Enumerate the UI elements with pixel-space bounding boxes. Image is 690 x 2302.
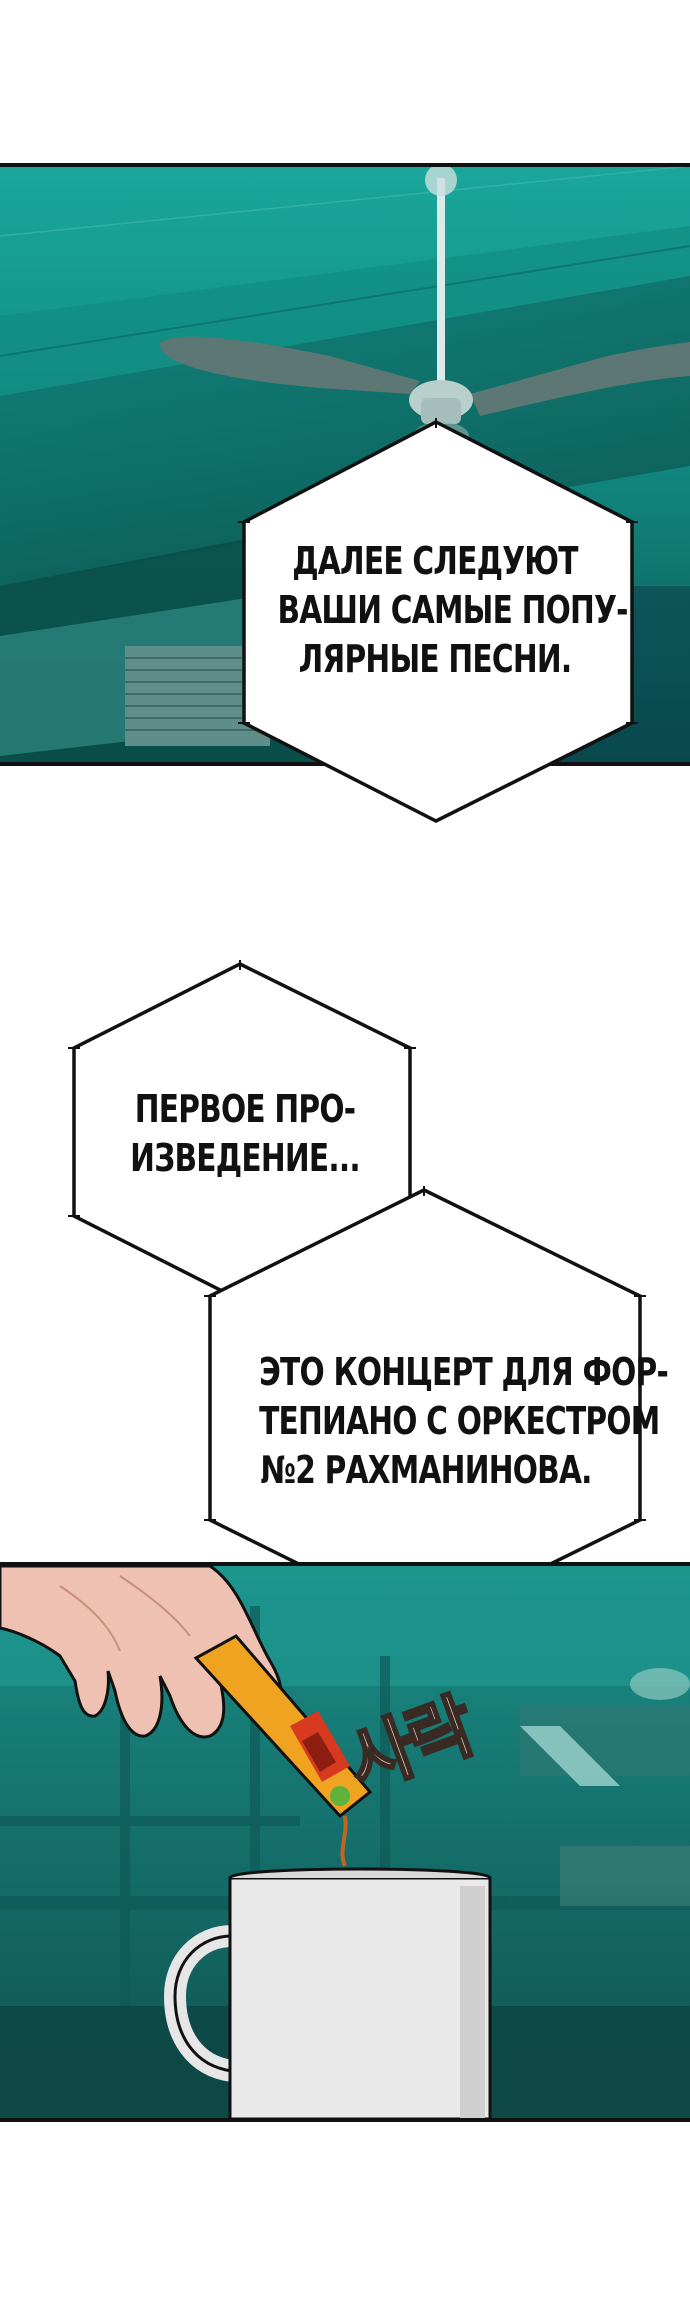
bubble-3-line-1: ЭТО КОНЦЕРТ ДЛЯ ФОР- [259,1350,669,1394]
bottom-panel: 사락 [0,1566,690,2119]
bubble-1-line-1: ДАЛЕЕ СЛЕДУЮТ [292,539,578,583]
bubble-1-line-2: ВАШИ САМЫЕ ПОПУ- [277,588,628,632]
speech-bubble-1 [238,418,638,826]
top-panel [0,166,690,765]
ceiling-fan-illustration [0,166,690,765]
bubble-1-text: ДАЛЕЕ СЛЕДУЮТ ВАШИ САМЫЕ ПОПУ- ЛЯРНЫЕ ПЕ… [277,537,628,684]
coffee-scene-illustration [0,1566,690,2119]
bottom-panel-border-bottom [0,2118,690,2122]
shutter-door [125,646,270,746]
bubble-1-line-3: ЛЯРНЫЕ ПЕСНИ. [298,637,573,681]
bottom-panel-border-top [0,1562,690,1566]
coffee-stick [193,1634,373,1867]
hexagon-bubble-shape [238,418,638,823]
bubble-2-line-1: ПЕРВОЕ ПРО- [134,1087,356,1131]
bubble-2-line-2: ИЗВЕДЕНИЕ... [130,1136,360,1180]
top-panel-border-top [0,163,690,167]
bubble-3-line-3: №2 РАХМАНИНОВА. [260,1448,592,1492]
bubble-3-text: ЭТО КОНЦЕРТ ДЛЯ ФОР- ТЕПИАНО С ОРКЕСТРОМ… [259,1348,669,1495]
bubble-2-text: ПЕРВОЕ ПРО- ИЗВЕДЕНИЕ... [124,1085,366,1183]
bubble-3-line-2: ТЕПИАНО С ОРКЕСТРОМ [259,1399,660,1443]
coffee-mug [163,1867,492,2119]
